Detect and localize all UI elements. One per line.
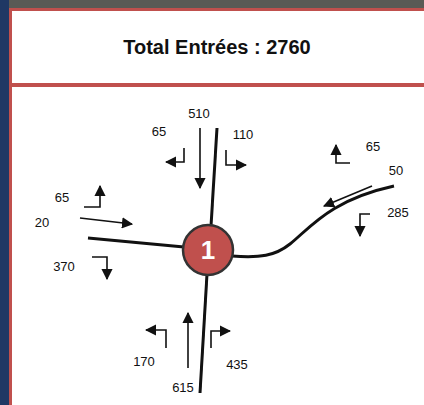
photo-strip <box>0 0 424 8</box>
movement-arrows <box>80 128 372 368</box>
flow-count: 65 <box>366 139 380 154</box>
flow-count: 285 <box>387 205 409 220</box>
flow-count: 615 <box>172 380 194 395</box>
intersection-circle: 1 <box>181 223 235 277</box>
flow-count: 65 <box>55 190 69 205</box>
flow-count: 370 <box>53 259 75 274</box>
flow-count: 20 <box>35 215 49 230</box>
roads <box>88 128 394 393</box>
flow-count: 110 <box>233 127 254 142</box>
title: Total Entrées : 2760 <box>123 35 310 59</box>
title-divider <box>10 83 424 87</box>
flow-count: 170 <box>133 354 155 369</box>
circle-shape <box>183 225 233 275</box>
flow-count: 435 <box>226 357 248 372</box>
intersection-number: 1 <box>181 223 235 277</box>
panel <box>11 10 424 405</box>
side-band <box>0 0 9 405</box>
flow-count: 50 <box>389 163 403 178</box>
flow-count: 510 <box>188 106 210 121</box>
flow-count: 65 <box>152 124 166 139</box>
